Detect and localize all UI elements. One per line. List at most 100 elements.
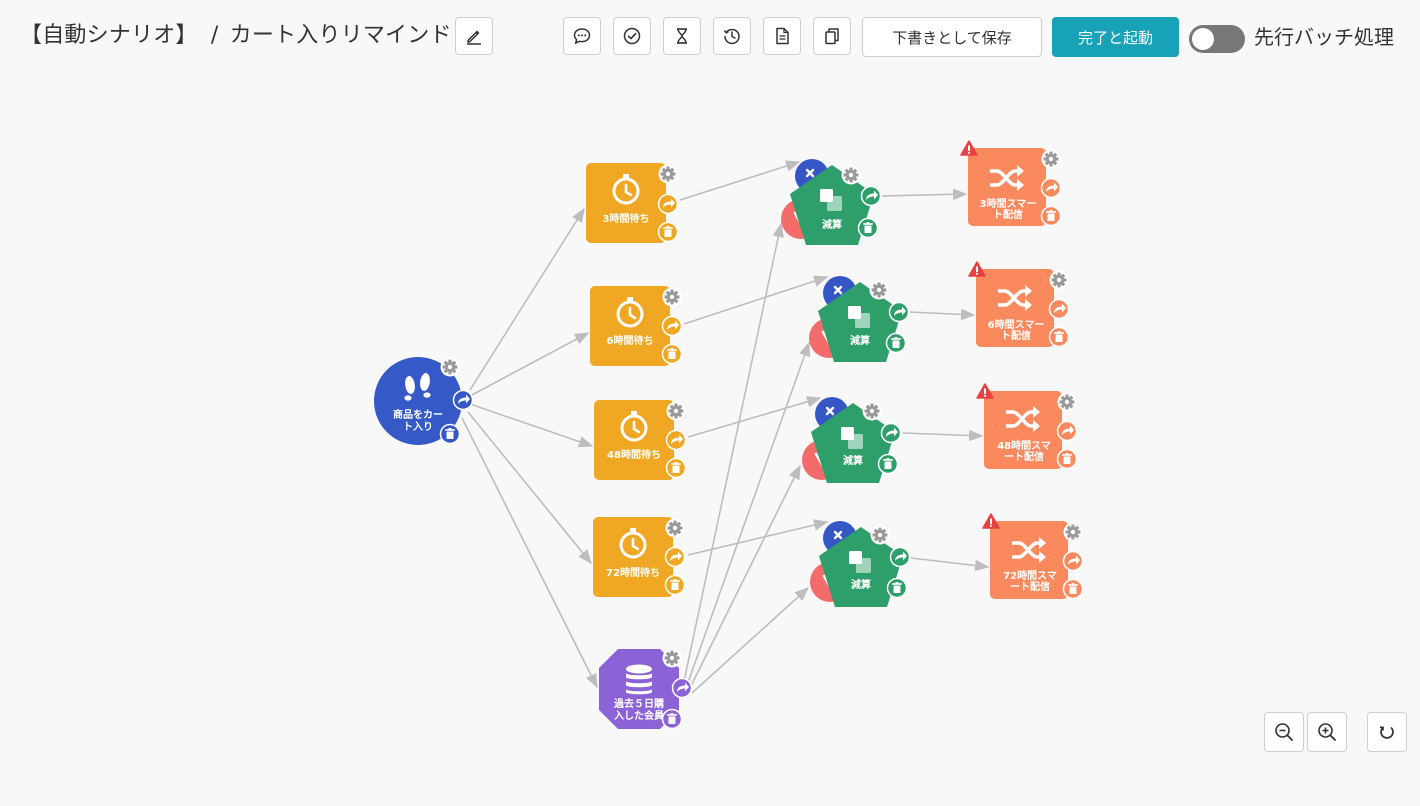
trash-icon[interactable] bbox=[661, 343, 683, 365]
wait-node-3h[interactable]: 3時間待ち bbox=[586, 163, 679, 243]
smart-delivery-node-72h[interactable]: 72時間スマ ート配信 bbox=[982, 513, 1084, 600]
share-icon[interactable] bbox=[1056, 420, 1078, 442]
edge-trigger-to-wait-72h bbox=[467, 411, 592, 565]
gear-icon[interactable] bbox=[862, 401, 882, 421]
scenario-name: カート入りリマインド bbox=[229, 23, 452, 48]
trash-icon[interactable] bbox=[857, 217, 879, 239]
share-icon[interactable] bbox=[665, 429, 687, 451]
gear-icon[interactable] bbox=[1057, 392, 1077, 412]
gear-icon[interactable] bbox=[665, 518, 685, 538]
document-icon bbox=[776, 27, 789, 45]
wait-node-6h[interactable]: 6時間待ち bbox=[590, 286, 683, 366]
trash-icon[interactable] bbox=[1040, 205, 1062, 227]
subtract-node-label: 減算 bbox=[850, 334, 870, 347]
gear-icon[interactable] bbox=[870, 525, 890, 545]
gear-icon[interactable] bbox=[666, 401, 686, 421]
complete-and-launch-button[interactable]: 完了と起動 bbox=[1052, 17, 1179, 57]
close-icon bbox=[825, 406, 835, 416]
gear-icon[interactable] bbox=[841, 165, 861, 185]
trash-icon[interactable] bbox=[877, 453, 899, 475]
trash-icon[interactable] bbox=[664, 574, 686, 596]
wait-node-label: 72時間待ち bbox=[606, 566, 660, 579]
share-icon[interactable] bbox=[1040, 177, 1062, 199]
document-button[interactable] bbox=[763, 17, 801, 55]
hourglass-icon bbox=[677, 28, 687, 44]
smart-delivery-node-6h[interactable]: 6時間スマー ト配信 bbox=[968, 261, 1070, 348]
top-toolbar: 【自動シナリオ】 / カート入りリマインド bbox=[0, 0, 1420, 76]
batch-processing-toggle[interactable] bbox=[1189, 25, 1245, 53]
share-icon[interactable] bbox=[880, 422, 902, 444]
wait-node-48h[interactable]: 48時間待ち bbox=[594, 400, 687, 480]
trash-icon[interactable] bbox=[439, 423, 461, 445]
trash-icon[interactable] bbox=[1048, 326, 1070, 348]
share-icon[interactable] bbox=[1062, 550, 1084, 572]
subtract-node-label: 減算 bbox=[851, 578, 871, 591]
copy-button[interactable] bbox=[813, 17, 851, 55]
filter-node-purchased-last-5-days[interactable]: 過去５日購 入した会員 bbox=[599, 648, 693, 730]
share-icon[interactable] bbox=[888, 301, 910, 323]
share-icon[interactable] bbox=[889, 546, 911, 568]
share-icon[interactable] bbox=[671, 677, 693, 699]
zoom-in-icon bbox=[1318, 723, 1336, 741]
check-circle-icon bbox=[623, 27, 641, 45]
save-draft-button[interactable]: 下書きとして保存 bbox=[862, 17, 1042, 57]
edit-title-button[interactable] bbox=[455, 17, 493, 55]
edge-trigger-to-wait-6h bbox=[469, 332, 590, 397]
comment-button[interactable] bbox=[563, 17, 601, 55]
trash-icon[interactable] bbox=[665, 457, 687, 479]
smart-node-body bbox=[990, 521, 1068, 599]
gear-icon[interactable] bbox=[1063, 522, 1083, 542]
subtract-node-4[interactable]: 減算 bbox=[810, 521, 911, 607]
edge-filter-to-subtract-4 bbox=[691, 587, 810, 694]
gear-icon[interactable] bbox=[440, 357, 460, 377]
trash-icon[interactable] bbox=[657, 221, 679, 243]
zoom-in-button[interactable] bbox=[1307, 712, 1347, 752]
smart-delivery-node-3h[interactable]: 3時間スマー ト配信 bbox=[960, 140, 1062, 227]
wait-node-72h[interactable]: 72時間待ち bbox=[593, 517, 686, 597]
smart-node-label-line1: 48時間スマ bbox=[997, 439, 1051, 452]
timer-button[interactable] bbox=[663, 17, 701, 55]
subtract-node-3[interactable]: 減算 bbox=[802, 397, 902, 483]
reset-view-button[interactable] bbox=[1367, 712, 1407, 752]
history-button[interactable] bbox=[713, 17, 751, 55]
wait-node-label: 6時間待ち bbox=[607, 334, 654, 347]
edge-subtract-4-to-smart-72h bbox=[910, 557, 990, 572]
trash-icon[interactable] bbox=[885, 332, 907, 354]
smart-node-label-line1: 6時間スマー bbox=[988, 318, 1045, 331]
smart-node-label-line2: ト配信 bbox=[1001, 329, 1031, 342]
filter-node-label-line2: 入した会員 bbox=[614, 709, 664, 722]
smart-node-body bbox=[976, 269, 1054, 347]
share-icon[interactable] bbox=[661, 315, 683, 337]
copy-icon bbox=[825, 28, 839, 45]
share-icon[interactable] bbox=[657, 193, 679, 215]
share-icon[interactable] bbox=[452, 389, 474, 411]
close-icon bbox=[833, 530, 843, 540]
trash-icon[interactable] bbox=[1062, 578, 1084, 600]
gear-icon[interactable] bbox=[1049, 270, 1069, 290]
gear-icon[interactable] bbox=[1041, 149, 1061, 169]
trash-icon[interactable] bbox=[1056, 448, 1078, 470]
smart-node-body bbox=[968, 148, 1046, 226]
speech-bubble-icon bbox=[573, 28, 591, 45]
gear-icon[interactable] bbox=[658, 164, 678, 184]
validate-button[interactable] bbox=[613, 17, 651, 55]
close-icon bbox=[805, 168, 815, 178]
share-icon[interactable] bbox=[664, 546, 686, 568]
edge-filter-to-subtract-1 bbox=[682, 222, 784, 687]
share-icon[interactable] bbox=[860, 185, 882, 207]
subtract-node-1[interactable]: 減算 bbox=[781, 159, 882, 245]
gear-icon[interactable] bbox=[662, 648, 682, 668]
gear-icon[interactable] bbox=[869, 280, 889, 300]
trash-icon[interactable] bbox=[661, 708, 683, 730]
gear-icon[interactable] bbox=[662, 287, 682, 307]
trigger-node-add-to-cart[interactable]: 商品をカー ト入り bbox=[374, 357, 474, 445]
smart-node-label-line2: ート配信 bbox=[1004, 450, 1044, 463]
share-icon[interactable] bbox=[1048, 298, 1070, 320]
trash-icon[interactable] bbox=[886, 577, 908, 599]
filter-node-body bbox=[599, 649, 679, 729]
flow-canvas[interactable]: 商品をカー ト入り 3時間待ち 6時間待ち bbox=[0, 76, 1420, 806]
edges bbox=[461, 160, 990, 694]
subtract-node-2[interactable]: 減算 bbox=[809, 276, 910, 362]
smart-delivery-node-48h[interactable]: 48時間スマ ート配信 bbox=[976, 383, 1078, 470]
zoom-out-button[interactable] bbox=[1264, 712, 1304, 752]
